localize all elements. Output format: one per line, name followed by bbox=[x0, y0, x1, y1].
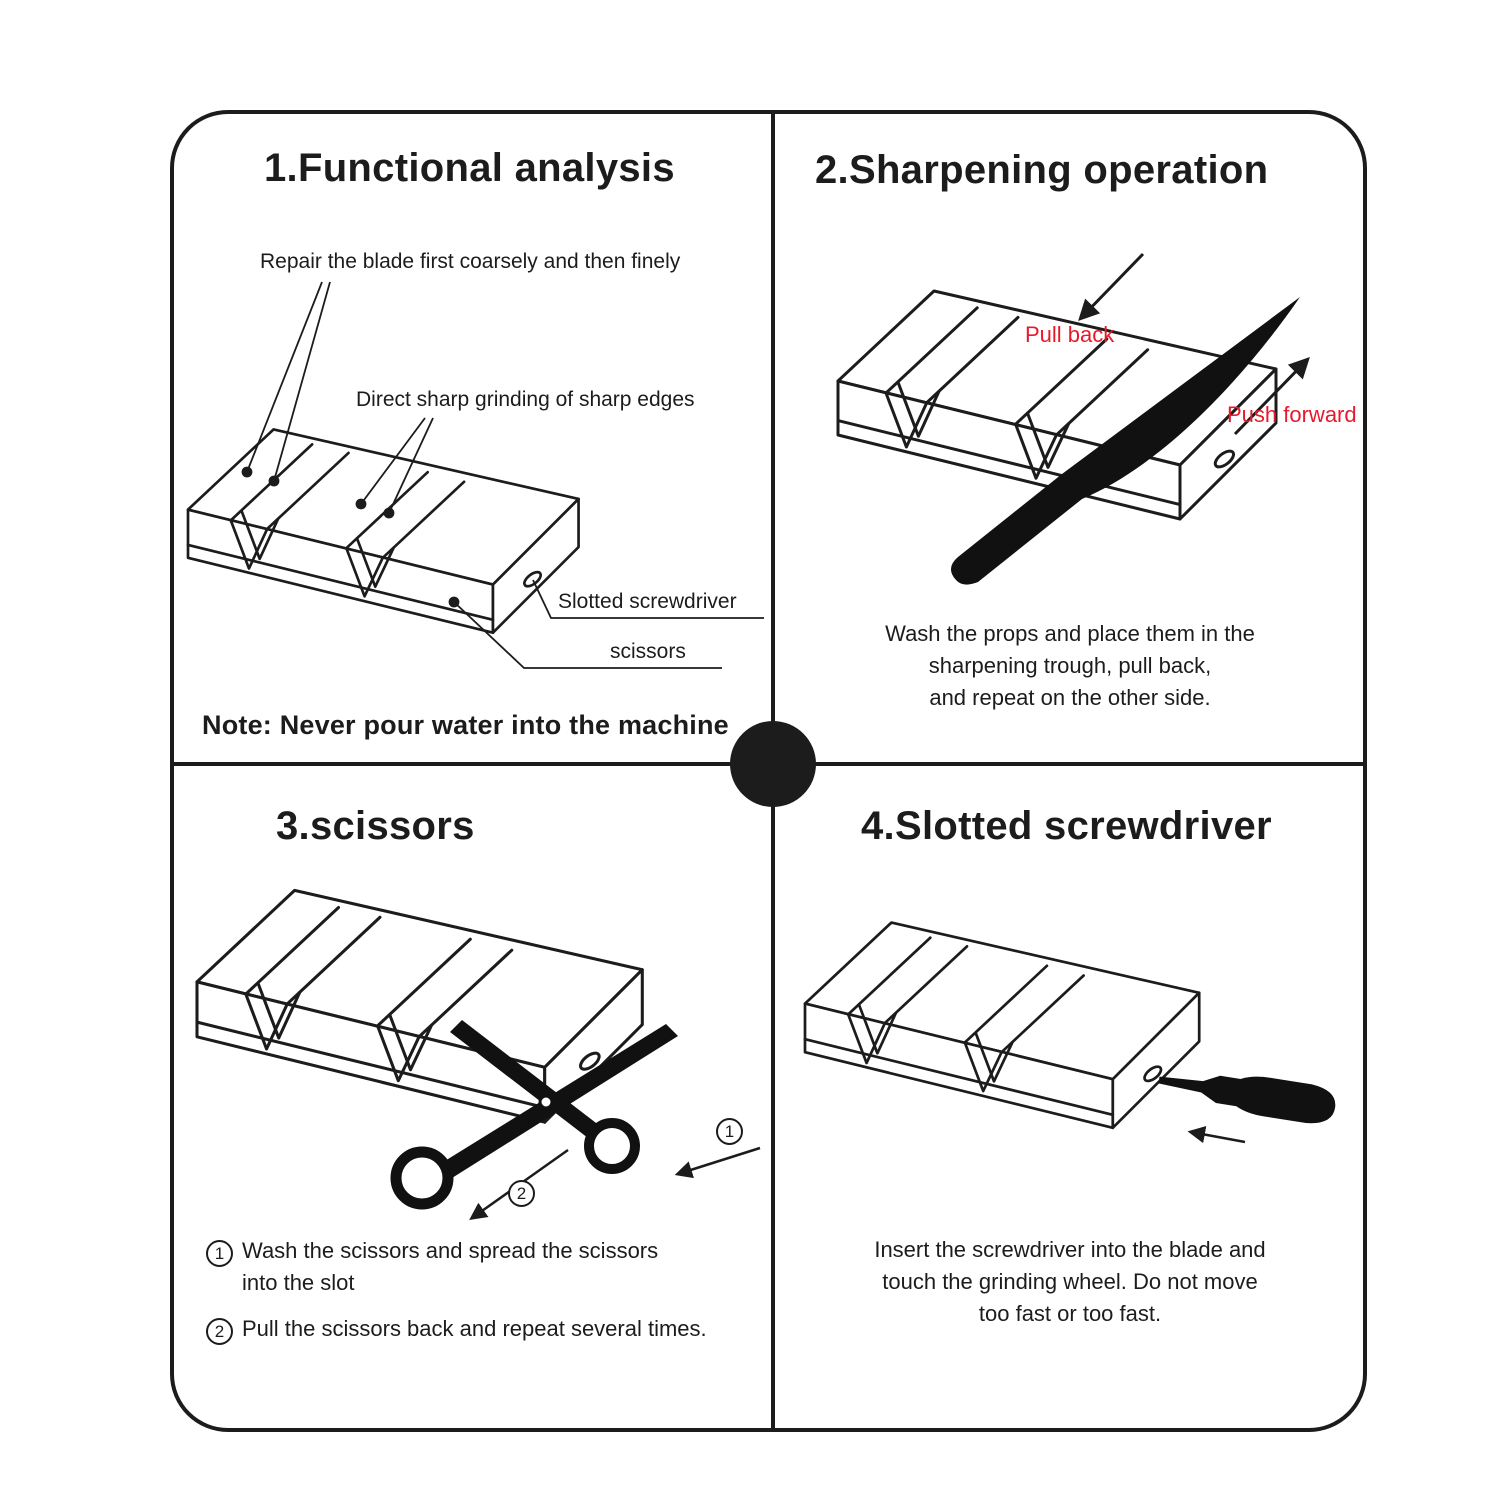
panel3-title: 3.scissors bbox=[276, 804, 475, 848]
panel4-caption-line3: too fast or too fast. bbox=[978, 1301, 1162, 1326]
panel2-title: 2.Sharpening operation bbox=[815, 148, 1269, 192]
push-forward-arrow-icon bbox=[1233, 356, 1310, 436]
push-forward-label: Push forward bbox=[1227, 402, 1357, 427]
panel1-title: 1.Functional analysis bbox=[264, 146, 675, 190]
diagram-marker-2: 2 bbox=[508, 1180, 535, 1207]
outer-frame bbox=[170, 110, 1367, 1432]
diagram-marker-1: 1 bbox=[716, 1118, 743, 1145]
pull-back-arrow-icon bbox=[1078, 252, 1145, 322]
callout-coarse-fine: Repair the blade first coarsely and then… bbox=[260, 250, 681, 273]
panel4-title: 4.Slotted screwdriver bbox=[861, 804, 1272, 848]
step1-number: 1 bbox=[206, 1240, 233, 1267]
screwdriver-illustration bbox=[803, 921, 1336, 1144]
panel2-caption: Wash the props and place them in the sha… bbox=[860, 618, 1280, 714]
step1-text-line1: Wash the scissors and spread the scissor… bbox=[242, 1238, 659, 1263]
callout-leader-lines bbox=[241, 281, 764, 669]
sharpener-icon bbox=[186, 428, 580, 635]
callout-direct-grind: Direct sharp grinding of sharp edges bbox=[356, 388, 695, 411]
panel4-caption-line2: touch the grinding wheel. Do not move bbox=[882, 1269, 1258, 1294]
step1-text-line2: into the slot bbox=[242, 1270, 355, 1295]
callout-scissors: scissors bbox=[610, 640, 686, 663]
panel2-caption-line1: Wash the props and place them in the bbox=[885, 621, 1255, 646]
insert-arrow-icon bbox=[1187, 1125, 1246, 1144]
functional-analysis-illustration bbox=[186, 281, 764, 669]
panel2-caption-line3: and repeat on the other side. bbox=[929, 685, 1211, 710]
panel-scissors: 3.scissors 1 2 1 Wash the scissors and s… bbox=[172, 766, 771, 1430]
panel-slotted-screwdriver: 4.Slotted screwdriver Insert the screwdr… bbox=[775, 766, 1366, 1430]
panel4-caption-line1: Insert the screwdriver into the blade an… bbox=[874, 1237, 1266, 1262]
panel-functional-analysis: 1.Functional analysis Repair the blade f… bbox=[172, 112, 771, 762]
sharpening-operation-illustration bbox=[836, 252, 1310, 585]
panel1-note: Note: Never pour water into the machine bbox=[202, 710, 729, 740]
knife-icon bbox=[950, 297, 1300, 585]
pull-back-label: Pull back bbox=[1025, 322, 1115, 347]
screwdriver-icon bbox=[1158, 1075, 1336, 1124]
step2-text: Pull the scissors back and repeat severa… bbox=[242, 1316, 707, 1341]
scissors-icon bbox=[390, 1020, 678, 1210]
panel4-caption: Insert the screwdriver into the blade an… bbox=[830, 1234, 1310, 1330]
step2-number: 2 bbox=[206, 1318, 233, 1345]
panel2-caption-line2: sharpening trough, pull back, bbox=[928, 653, 1212, 678]
scissors-illustration bbox=[195, 888, 761, 1221]
center-dot bbox=[730, 721, 816, 807]
sharpener-icon bbox=[803, 921, 1201, 1130]
panel-sharpening-operation: 2.Sharpening operation Pull back Push fo… bbox=[775, 112, 1366, 762]
step1-arrow-icon bbox=[674, 1146, 761, 1179]
callout-slotted-screwdriver: Slotted screwdriver bbox=[558, 590, 737, 613]
